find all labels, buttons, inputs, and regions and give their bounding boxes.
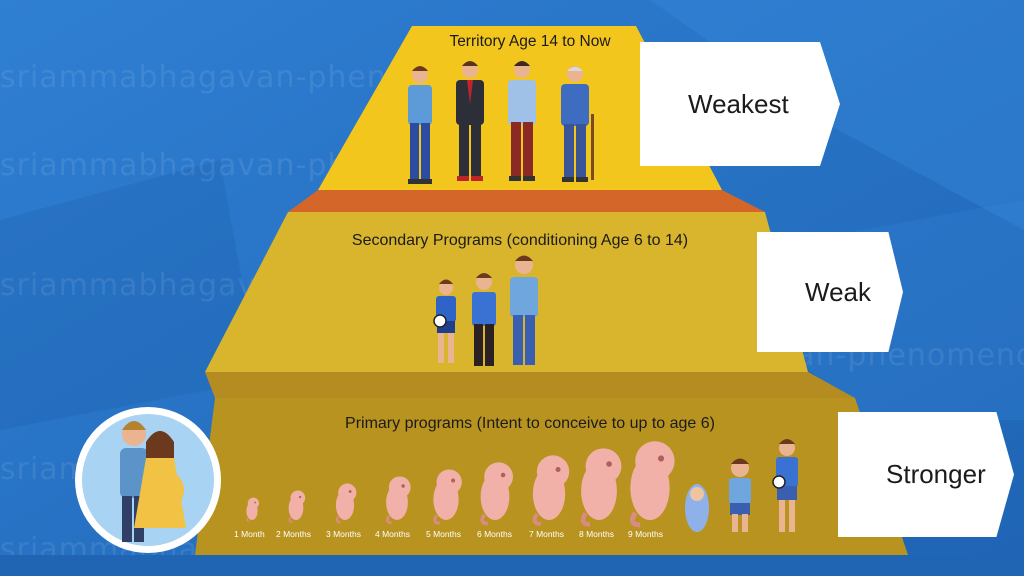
embryo-icon: [630, 441, 675, 528]
strength-tag-weak: Weak: [757, 232, 903, 352]
tier-title-territory: Territory Age 14 to Now: [449, 33, 611, 50]
boy-icon: [433, 279, 456, 363]
strength-tag-stronger: Stronger: [838, 412, 1014, 537]
boy-icon: [472, 273, 496, 366]
strength-label: Weak: [805, 276, 871, 307]
month-label: 2 Months: [276, 529, 311, 539]
month-label: 7 Months: [529, 529, 564, 539]
month-label: 9 Months: [628, 529, 663, 539]
embryo-icon: [385, 476, 411, 525]
divider-1: [288, 190, 765, 212]
embryo-icon: [480, 462, 513, 526]
month-label: 5 Months: [426, 529, 461, 539]
embryo-icon: [246, 497, 259, 523]
tier-middle: [205, 212, 808, 372]
strength-tag-weakest: Weakest: [640, 42, 840, 166]
man-icon: [408, 66, 432, 184]
divider-2: [205, 372, 855, 398]
embryo-icon: [580, 448, 622, 527]
month-label: 4 Months: [375, 529, 410, 539]
tier-title-primary: Primary programs (Intent to conceive to …: [345, 415, 715, 432]
strength-label: Stronger: [886, 459, 986, 489]
man-icon: [510, 255, 538, 365]
month-label: 6 Months: [477, 529, 512, 539]
embryo-icon: [532, 455, 570, 527]
embryo-icon: [433, 469, 462, 525]
man-icon: [561, 66, 594, 182]
boy-icon: [729, 458, 751, 532]
embryo-icon: [288, 490, 306, 523]
strength-label: Weakest: [688, 88, 789, 119]
month-label: 1 Month: [234, 529, 265, 539]
man-icon: [456, 61, 484, 181]
boy-icon: [772, 439, 798, 532]
baby-icon: [685, 484, 709, 532]
man-icon: [508, 61, 536, 181]
couple-icon: [75, 407, 221, 553]
month-label: 8 Months: [579, 529, 614, 539]
month-label: 3 Months: [326, 529, 361, 539]
tier-title-secondary: Secondary Programs (conditioning Age 6 t…: [351, 232, 689, 249]
embryo-icon: [335, 483, 357, 524]
